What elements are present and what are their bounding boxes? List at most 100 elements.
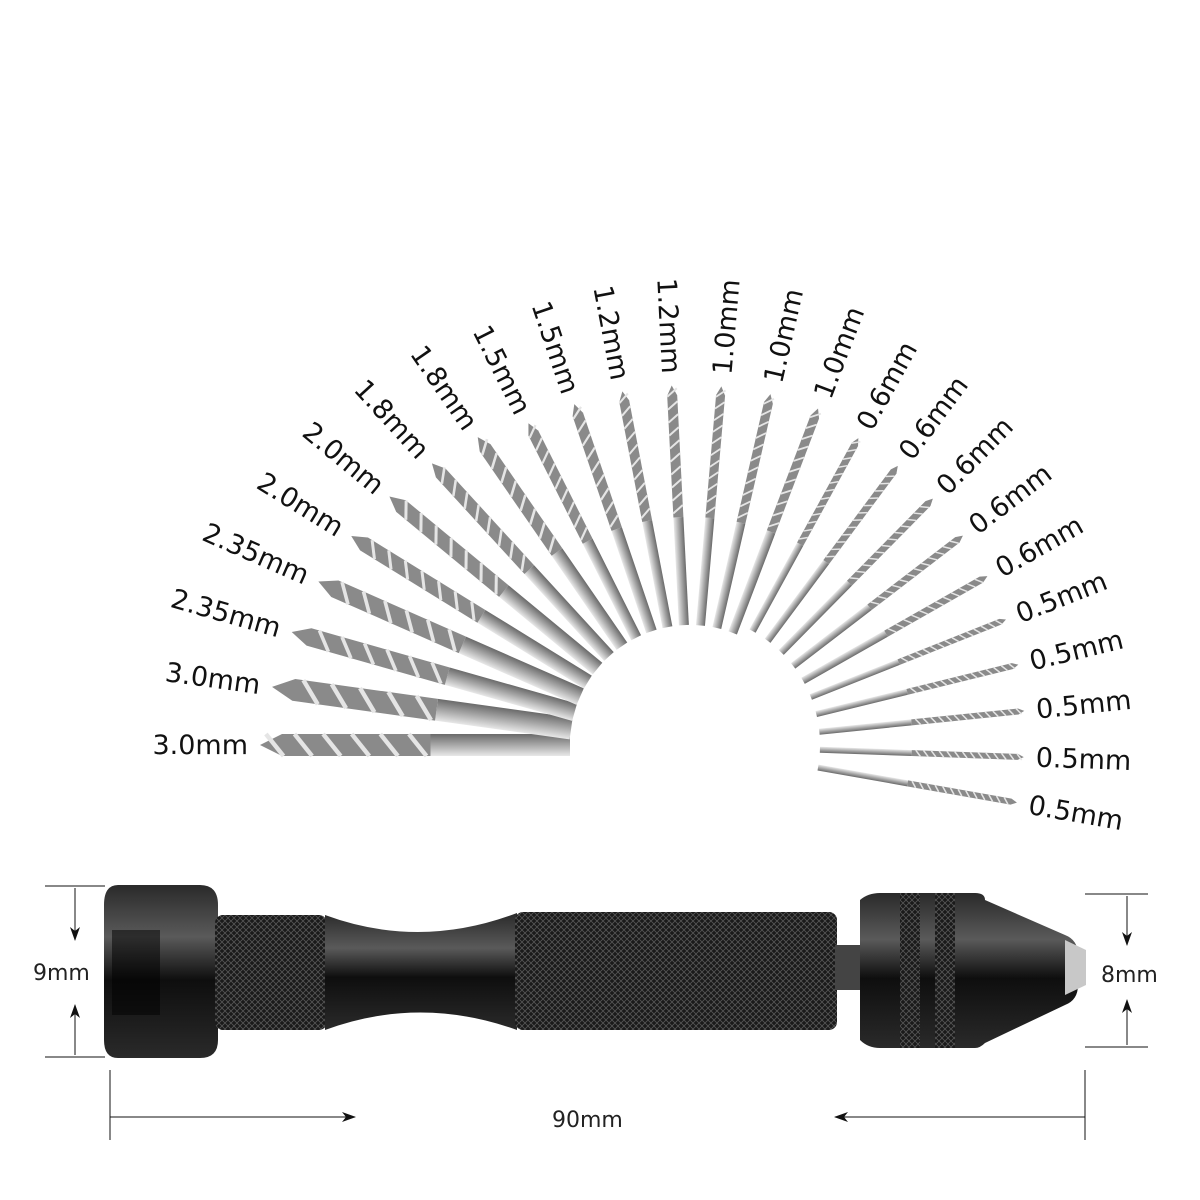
flute-spiral	[917, 685, 925, 692]
bit-flute	[619, 391, 653, 523]
flute-spiral	[370, 539, 376, 560]
flute-spiral	[340, 636, 353, 659]
flute-spiral	[938, 750, 945, 758]
flute-spiral	[420, 570, 426, 591]
flute-spiral	[714, 401, 726, 410]
bit-size-label: 2.0mm	[296, 416, 389, 501]
handle-waist	[325, 913, 517, 1030]
drill-bit	[728, 408, 822, 635]
flute-spiral	[666, 387, 678, 398]
bit-flute	[867, 535, 963, 611]
flute-spiral	[554, 475, 563, 490]
chuck-diameter-label: 8mm	[1101, 963, 1158, 988]
flute-spiral	[914, 718, 922, 725]
flute-spiral	[595, 473, 605, 488]
flute-spiral	[847, 448, 857, 453]
flute-spiral	[985, 752, 992, 760]
flute-spiral	[667, 400, 679, 411]
flute-spiral	[805, 423, 818, 430]
flute-spiral	[776, 500, 788, 506]
flute-spiral	[414, 694, 433, 722]
flute-spiral	[672, 504, 684, 515]
flute-spiral	[737, 512, 749, 519]
flute-spiral	[604, 501, 615, 515]
flute-spiral	[758, 420, 770, 428]
flute-spiral	[988, 794, 994, 802]
bit-shank	[444, 667, 578, 721]
drill-bit	[764, 465, 898, 643]
bit-flute	[911, 708, 1025, 726]
flute-spiral	[609, 514, 619, 528]
bit-size-label: 0.5mm	[1026, 625, 1126, 678]
flute-spiral	[908, 654, 916, 660]
flute-spiral	[942, 545, 952, 550]
flute-spiral	[407, 655, 421, 679]
flute-spiral	[957, 788, 963, 797]
flute-spiral	[801, 434, 813, 440]
flute-spiral	[788, 467, 801, 473]
flute-spiral	[509, 541, 515, 559]
flute-spiral	[985, 668, 993, 675]
flute-spiral	[816, 504, 826, 508]
flute-spiral	[706, 494, 717, 503]
flute-spiral	[760, 409, 772, 417]
flute-spiral	[942, 596, 952, 602]
flute-spiral	[903, 619, 913, 624]
flute-spiral	[951, 637, 960, 643]
flute-spiral	[528, 508, 537, 526]
flute-spiral	[464, 550, 468, 570]
flute-spiral	[863, 504, 873, 507]
flute-spiral	[869, 497, 879, 500]
flute-spiral	[541, 450, 550, 464]
drill-bit	[815, 663, 1019, 718]
flute-spiral	[752, 443, 764, 451]
drill-bit	[809, 618, 1006, 700]
chuck-tip	[1065, 940, 1086, 995]
flute-spiral	[907, 518, 917, 522]
drill-bit	[572, 404, 657, 634]
flute-spiral	[1000, 709, 1007, 717]
flute-spiral	[453, 591, 459, 611]
bit-shank	[819, 746, 912, 757]
flute-spiral	[317, 629, 331, 653]
drill-bit	[528, 423, 642, 641]
flute-spiral	[600, 487, 610, 501]
flute-spiral	[712, 424, 723, 433]
flute-spiral	[430, 661, 443, 685]
bit-shank	[801, 630, 888, 684]
flute-spiral	[361, 591, 372, 615]
flute-spiral	[877, 595, 887, 600]
bit-size-label: 1.5mm	[466, 320, 537, 419]
bit-size-label: 1.5mm	[525, 297, 585, 397]
flute-spiral	[833, 472, 843, 476]
bit-shank	[728, 530, 776, 635]
bit-flute	[431, 463, 535, 574]
flute-spiral	[922, 750, 929, 758]
flute-spiral	[292, 732, 314, 758]
flute-spiral	[915, 651, 923, 657]
bit-size-label: 1.8mm	[347, 374, 434, 465]
bit-shank	[499, 585, 603, 675]
flute-spiral	[590, 460, 601, 474]
flute-spiral	[838, 464, 848, 468]
flute-spiral	[742, 489, 754, 496]
bit-shank	[435, 698, 573, 740]
flute-spiral	[929, 645, 938, 651]
drill-bit	[749, 438, 861, 633]
flute-spiral	[509, 480, 518, 498]
drill-bit	[260, 732, 570, 758]
bit-shank	[778, 580, 852, 655]
flute-spiral	[836, 541, 846, 543]
bit-shank	[642, 520, 673, 629]
flute-spiral	[1015, 708, 1023, 715]
flute-spiral	[626, 431, 636, 443]
flute-spiral	[973, 628, 981, 634]
flute-spiral	[911, 780, 917, 789]
flute-spiral	[463, 492, 469, 509]
bit-shank	[582, 538, 642, 641]
flute-spiral	[1000, 752, 1007, 760]
flute-spiral	[490, 452, 498, 470]
flute-spiral	[881, 544, 891, 548]
flute-spiral	[884, 590, 894, 594]
flute-spiral	[479, 562, 483, 582]
